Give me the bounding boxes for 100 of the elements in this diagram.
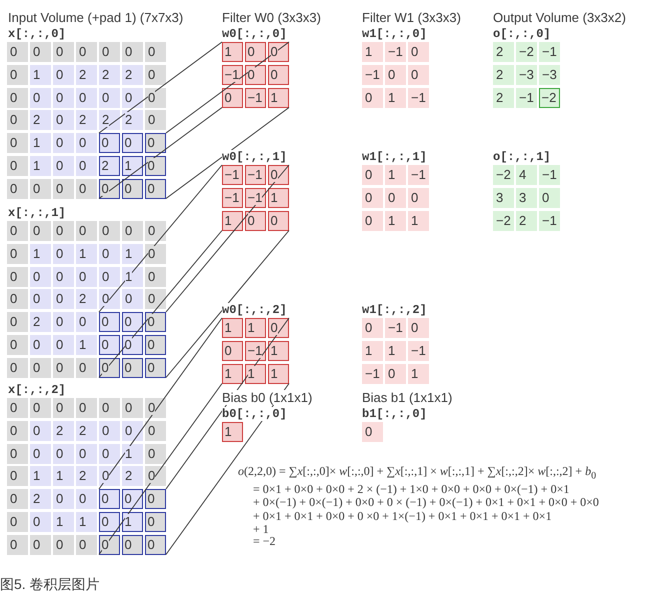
output-cell: −2 (516, 42, 537, 62)
projection-line (166, 230, 290, 378)
weight-cell: 1 (408, 210, 429, 230)
input-cell: 1 (30, 466, 51, 486)
input-cell: 0 (53, 289, 74, 310)
output-cell: 4 (516, 165, 537, 185)
section-heading: Bias b0 (1x1x1) (222, 390, 312, 405)
input-cell: 1 (122, 244, 143, 264)
input-cell: 0 (30, 444, 51, 464)
weight-cell: −1 (245, 88, 266, 108)
input-cell: 0 (53, 534, 74, 554)
weight-cell: 0 (268, 210, 289, 230)
slice-label: w0[:,:,1] (222, 150, 287, 164)
figure-caption: 图5. 卷积层图片 (0, 576, 100, 593)
weight-cell: 0 (268, 165, 289, 185)
weight-cell: 1 (362, 340, 383, 361)
input-cell: 0 (7, 64, 28, 85)
input-cell: 0 (76, 88, 97, 108)
input-cell: 0 (99, 133, 120, 153)
input-cell: 2 (99, 64, 120, 85)
input-cell: 1 (122, 512, 143, 532)
slice-label: o[:,:,1] (493, 150, 551, 164)
input-cell: 0 (145, 221, 166, 241)
weight-cell: 1 (222, 210, 243, 230)
input-cell: 0 (145, 358, 166, 378)
input-cell: 0 (7, 178, 28, 198)
input-cell: 0 (99, 398, 120, 418)
output-cell: 3 (493, 188, 514, 208)
weight-cell: 0 (385, 188, 406, 208)
input-cell: 0 (7, 133, 28, 153)
output-cell: −2 (539, 88, 560, 108)
section-heading: Output Volume (3x3x2) (493, 10, 626, 25)
input-cell: 2 (99, 156, 120, 176)
projection-line (98, 383, 222, 555)
input-cell: 1 (76, 334, 97, 355)
input-cell: 0 (7, 489, 28, 509)
slice-label: x[:,:,0] (8, 27, 66, 41)
input-cell: 0 (30, 512, 51, 532)
input-cell: 0 (145, 156, 166, 176)
input-cell: 0 (30, 266, 51, 286)
input-cell: 0 (99, 178, 120, 198)
input-cell: 0 (30, 88, 51, 108)
weight-cell: −1 (408, 165, 429, 185)
output-cell: −1 (539, 165, 560, 185)
input-cell: 0 (53, 312, 74, 332)
weight-cell: 1 (222, 318, 243, 338)
input-cell: 0 (99, 420, 120, 441)
input-cell: 0 (30, 289, 51, 310)
weight-cell: −1 (385, 318, 406, 338)
input-cell: 0 (99, 244, 120, 264)
input-cell: 2 (122, 110, 143, 130)
weight-cell: 0 (408, 188, 429, 208)
weight-cell: 0 (268, 318, 289, 338)
input-cell: 0 (53, 244, 74, 264)
weight-cell: 0 (268, 42, 289, 62)
weight-cell: 0 (222, 340, 243, 361)
weight-cell: 1 (385, 165, 406, 185)
input-cell: 0 (99, 221, 120, 241)
projection-line (98, 107, 222, 199)
weight-cell: 1 (222, 364, 243, 384)
input-cell: 0 (53, 444, 74, 464)
input-cell: 0 (122, 221, 143, 241)
output-cell: −1 (539, 210, 560, 230)
input-cell: 0 (122, 88, 143, 108)
projection-line (166, 383, 290, 555)
projection-line (166, 107, 290, 199)
output-cell: 2 (493, 88, 514, 108)
input-cell: 0 (7, 420, 28, 441)
input-cell: 0 (7, 266, 28, 286)
weight-cell: 1 (408, 364, 429, 384)
filter-slice (222, 318, 289, 384)
input-cell: 0 (53, 266, 74, 286)
input-cell: 0 (7, 444, 28, 464)
receptive-field-window (99, 133, 166, 198)
input-cell: 2 (30, 110, 51, 130)
input-cell: 2 (30, 489, 51, 509)
input-cell: 0 (99, 489, 120, 509)
slice-label: b0[:,:,0] (222, 407, 287, 421)
output-cell: −1 (539, 42, 560, 62)
input-cell: 0 (76, 42, 97, 62)
input-cell: 0 (76, 266, 97, 286)
input-cell: 2 (30, 312, 51, 332)
weight-cell: −1 (245, 340, 266, 361)
weight-cell: −1 (222, 64, 243, 85)
weight-cell: 0 (408, 42, 429, 62)
input-cell: 0 (53, 178, 74, 198)
input-cell: 0 (145, 334, 166, 355)
input-cell: 1 (53, 466, 74, 486)
input-cell: 0 (76, 398, 97, 418)
output-cell: −3 (539, 64, 560, 85)
input-cell: 1 (30, 244, 51, 264)
input-cell: 0 (7, 512, 28, 532)
input-cell: 0 (53, 133, 74, 153)
weight-cell: 1 (268, 188, 289, 208)
output-cell: −2 (493, 165, 514, 185)
bias-cell: 1 (222, 422, 243, 442)
input-cell: 0 (30, 420, 51, 441)
input-cell: 0 (53, 156, 74, 176)
input-cell: 0 (122, 534, 143, 554)
input-cell: 0 (53, 221, 74, 241)
